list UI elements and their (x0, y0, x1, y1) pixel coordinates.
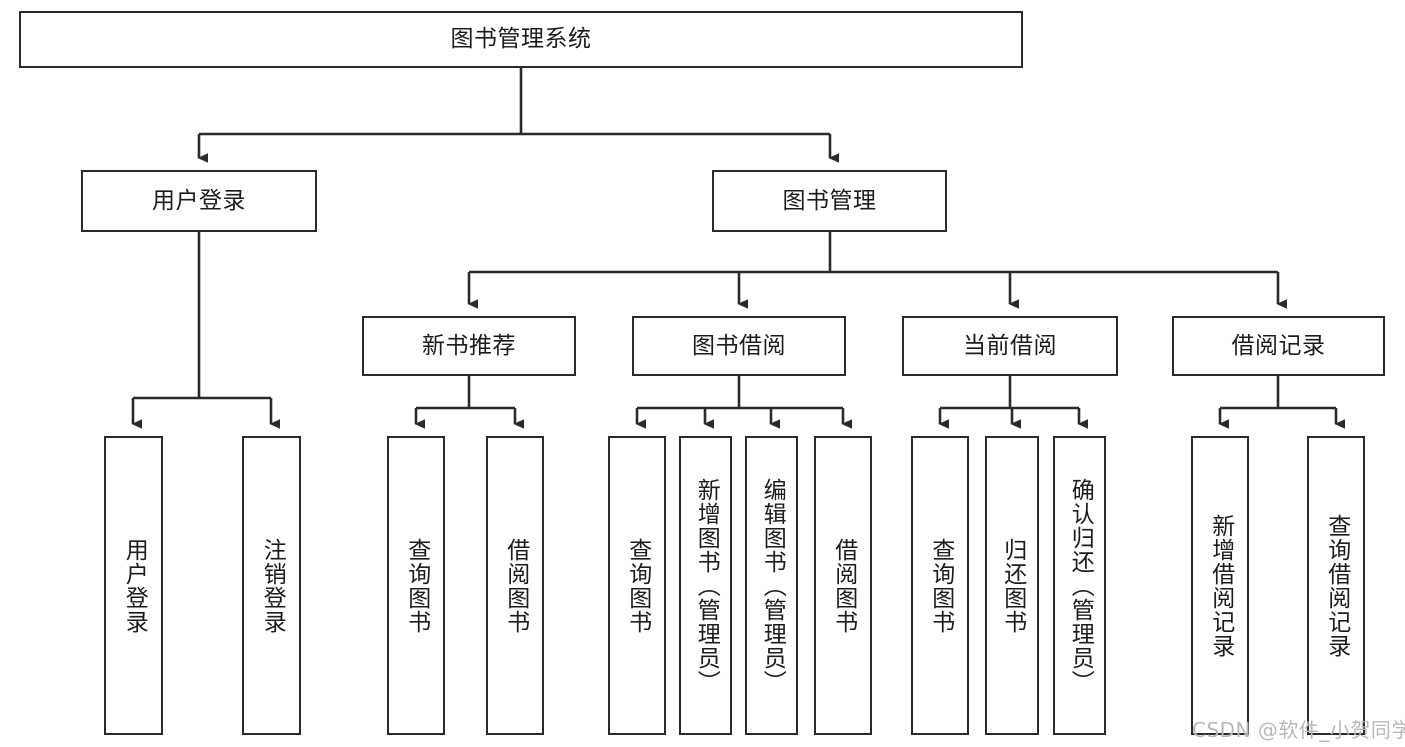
node-current-borrow-label: 当前借阅 (963, 332, 1057, 359)
node-leaf[interactable]: 新增图书（管理员） (679, 436, 732, 735)
node-leaf-label: 查询图书 (927, 537, 954, 634)
node-root[interactable]: 图书管理系统 (19, 11, 1023, 68)
node-book-manage[interactable]: 图书管理 (712, 170, 947, 232)
node-leaf-label: 借阅图书 (502, 537, 529, 634)
node-root-label: 图书管理系统 (450, 26, 592, 53)
node-leaf[interactable]: 新增借阅记录 (1191, 436, 1249, 735)
node-book-borrow[interactable]: 图书借阅 (632, 316, 846, 376)
node-leaf[interactable]: 查询借阅记录 (1307, 436, 1365, 735)
csdn-watermark: CSDN @软件_小贺同学 (1192, 718, 1405, 742)
node-leaf-label: 用户登录 (121, 537, 148, 634)
node-leaf[interactable]: 查询图书 (387, 436, 445, 735)
node-leaf-label: 查询图书 (624, 537, 651, 634)
node-user-login-label: 用户登录 (152, 187, 246, 214)
node-leaf[interactable]: 借阅图书 (486, 436, 544, 735)
node-leaf[interactable]: 用户登录 (104, 436, 163, 735)
node-current-borrow[interactable]: 当前借阅 (902, 316, 1118, 376)
node-leaf-label: 新增图书（管理员） (693, 477, 720, 694)
node-book-borrow-label: 图书借阅 (692, 332, 786, 359)
node-leaf[interactable]: 编辑图书（管理员） (745, 436, 798, 735)
node-leaf-label: 新增借阅记录 (1207, 513, 1234, 658)
node-leaf-label: 归还图书 (999, 537, 1026, 634)
node-leaf[interactable]: 确认归还（管理员） (1053, 436, 1106, 735)
node-new-book-rec-label: 新书推荐 (422, 332, 516, 359)
node-leaf-label: 查询图书 (403, 537, 430, 634)
node-leaf-label: 借阅图书 (830, 537, 857, 634)
node-leaf-label: 查询借阅记录 (1323, 513, 1350, 658)
node-leaf[interactable]: 查询图书 (608, 436, 666, 735)
node-borrow-record-label: 借阅记录 (1231, 332, 1326, 359)
node-leaf[interactable]: 归还图书 (985, 436, 1039, 735)
node-book-manage-label: 图书管理 (782, 187, 877, 214)
node-leaf-label: 编辑图书（管理员） (759, 477, 786, 694)
node-new-book-rec[interactable]: 新书推荐 (362, 316, 576, 376)
node-leaf[interactable]: 注销登录 (242, 436, 301, 735)
node-leaf[interactable]: 借阅图书 (814, 436, 872, 735)
node-user-login[interactable]: 用户登录 (81, 170, 317, 232)
node-leaf-label: 注销登录 (259, 537, 286, 634)
node-leaf-label: 确认归还（管理员） (1067, 477, 1094, 694)
node-borrow-record[interactable]: 借阅记录 (1172, 316, 1385, 376)
node-leaf[interactable]: 查询图书 (911, 436, 969, 735)
